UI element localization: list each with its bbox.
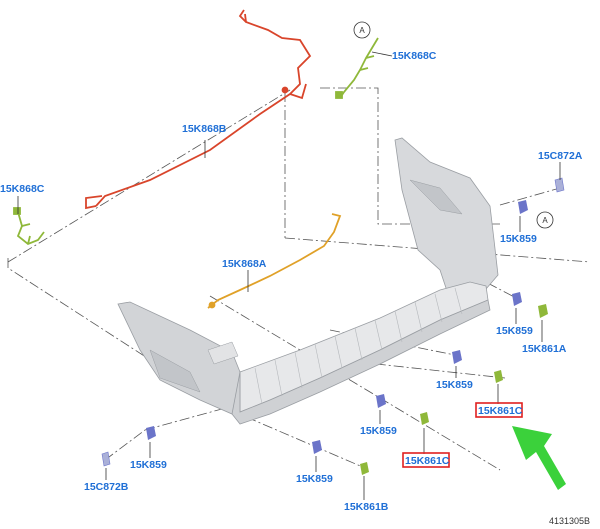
clip-15k861b (360, 462, 369, 475)
clip-15k859-m (452, 350, 462, 364)
svg-text:A: A (359, 26, 365, 35)
pointer-arrow (512, 426, 566, 490)
label-15k868b: 15K868B (182, 123, 227, 135)
label-15k861a: 15K861A (522, 343, 567, 355)
label-15k859-l2: 15K859 (360, 425, 397, 437)
label-15k859-r1: 15K859 (500, 233, 537, 245)
highlight-15k861c-right: 15K861C (475, 402, 523, 418)
clip-15k859-l2 (376, 394, 386, 408)
harness-15k868c-top (335, 37, 379, 99)
highlight-15k861c-left: 15K861C (402, 452, 450, 468)
svg-text:A: A (542, 216, 548, 225)
clip-15k861c-right (494, 370, 503, 383)
label-15k861c-right: 15K861C (478, 405, 523, 417)
clip-15k859-r2 (512, 292, 522, 306)
label-15k868c-left: 15K868C (0, 183, 45, 195)
clip-15c872b (101, 451, 111, 467)
clip-15k859-left (146, 426, 156, 440)
label-15k868a: 15K868A (222, 258, 267, 270)
rear-bumper (117, 137, 499, 425)
clip-15k859-b (312, 440, 322, 454)
harness-15k868a (207, 213, 342, 309)
label-15c872a: 15C872A (538, 150, 583, 162)
clip-15k861c-left (420, 412, 429, 425)
leader-lines (17, 51, 561, 500)
label-15k859-b: 15K859 (296, 473, 333, 485)
callout-a-top: A (353, 21, 371, 39)
label-15k859-r2: 15K859 (496, 325, 533, 337)
label-15k859-m: 15K859 (436, 379, 473, 391)
harness-15k868c-left (13, 207, 45, 246)
clip-15k859-r1 (518, 200, 528, 214)
label-15k861b: 15K861B (344, 501, 389, 513)
callout-a-right: A (536, 211, 554, 229)
clip-15k861a (538, 304, 548, 318)
label-15c872b: 15C872B (84, 481, 129, 493)
label-15k859-left: 15K859 (130, 459, 167, 471)
clip-15c872a (554, 177, 565, 193)
fasteners (101, 177, 565, 475)
label-15k861c-left: 15K861C (405, 455, 450, 467)
figure-reference: 4131305B (549, 516, 590, 526)
label-15k868c-top: 15K868C (392, 50, 437, 62)
harness-15k868b (85, 9, 312, 210)
